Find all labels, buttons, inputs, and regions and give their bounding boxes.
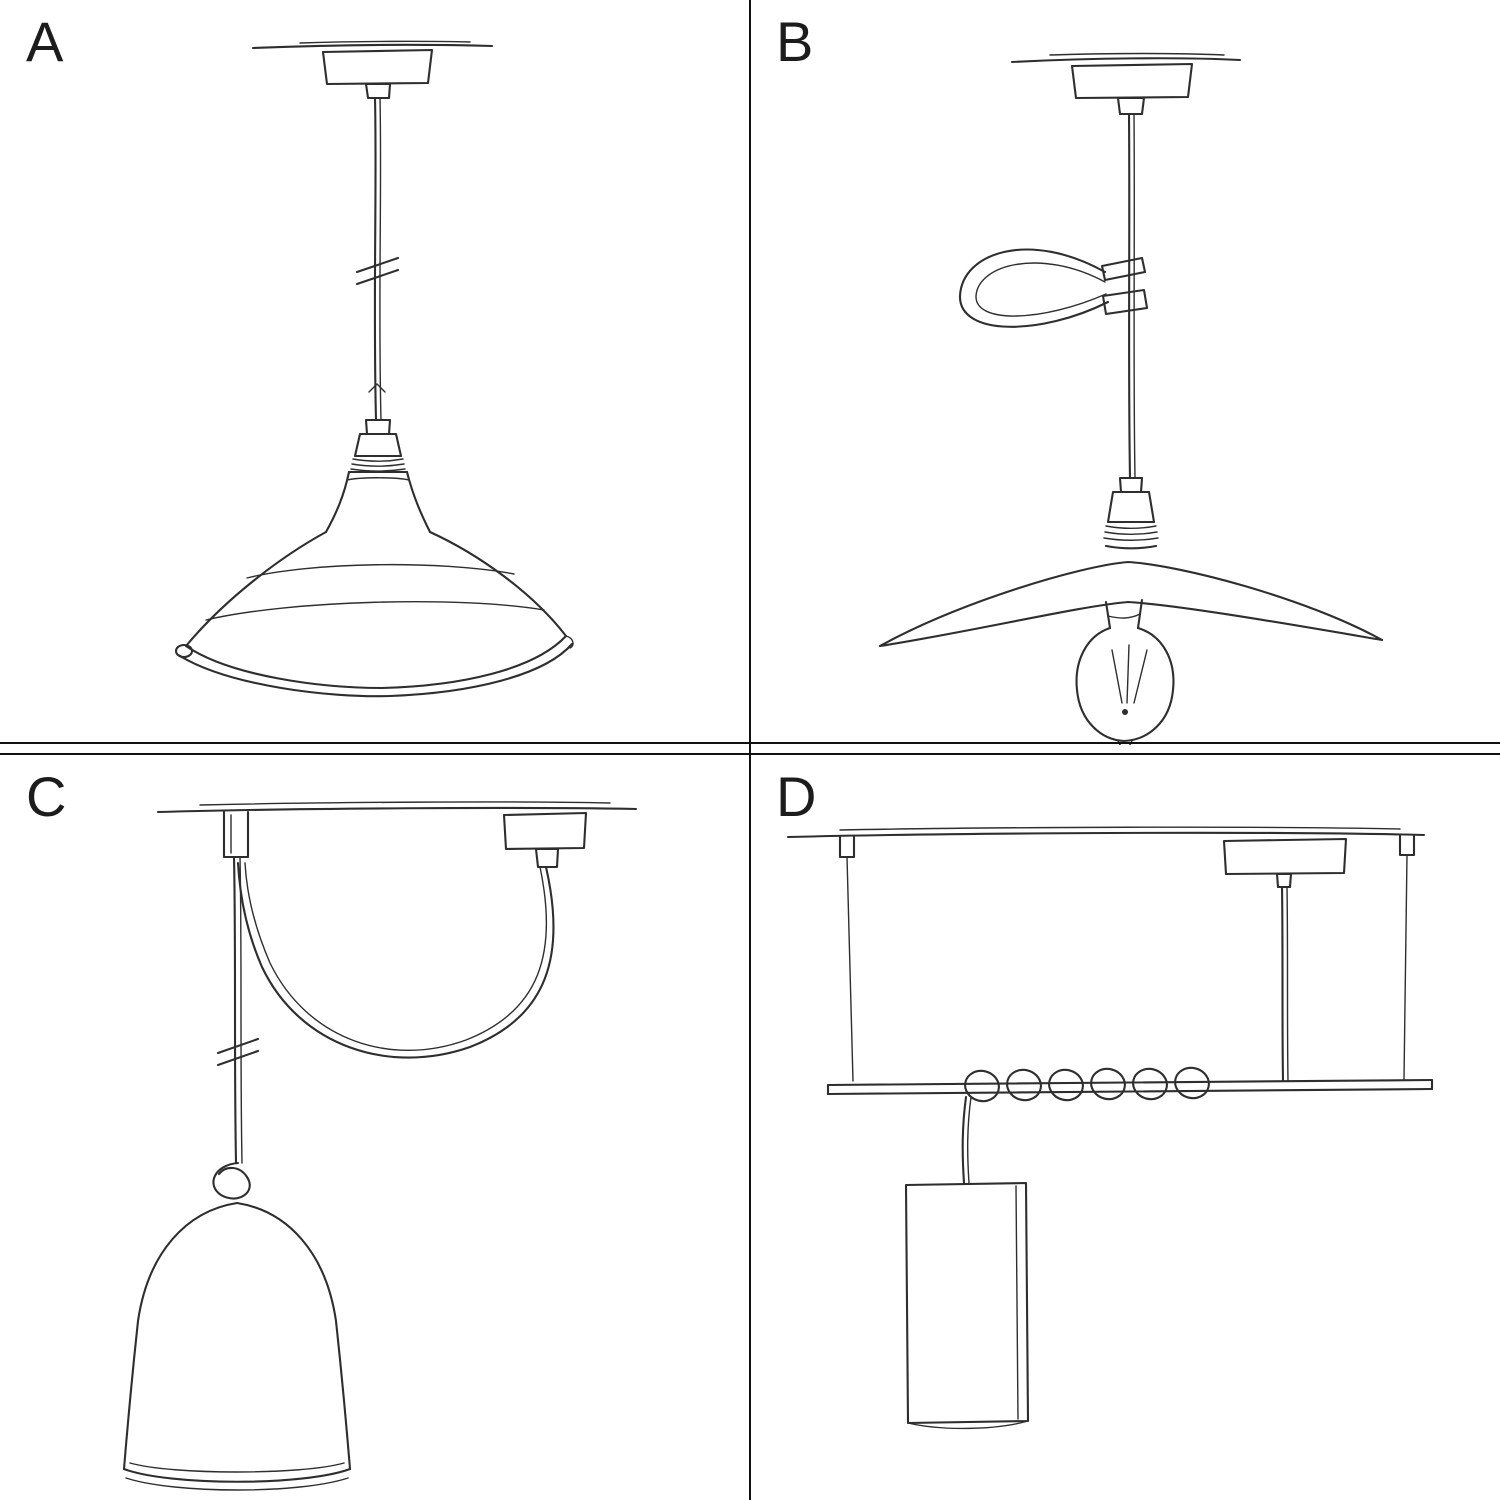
tube-shade-d bbox=[904, 1181, 1030, 1430]
panel-d: D bbox=[750, 755, 1500, 1500]
bowl-shade-a bbox=[174, 530, 574, 698]
panel-a: A bbox=[0, 0, 750, 745]
horizontal-divider-bottom bbox=[0, 753, 1500, 755]
ceiling-line-c bbox=[156, 801, 638, 814]
ceiling-line-d bbox=[786, 826, 1426, 839]
left-hanger-wire-d bbox=[838, 835, 856, 1082]
panel-c-label: C bbox=[26, 765, 68, 828]
right-hanger-wire-d bbox=[1398, 833, 1416, 1080]
ceiling-rose-c bbox=[502, 811, 588, 869]
cable-loop-clip-b bbox=[958, 248, 1149, 328]
horizontal-bar-d bbox=[826, 1078, 1434, 1096]
cable-a bbox=[355, 96, 400, 422]
swag-hook-c bbox=[222, 810, 250, 859]
ceiling-line-a bbox=[251, 40, 494, 50]
panel-a-label: A bbox=[26, 10, 65, 73]
draped-cable-c bbox=[236, 861, 555, 1059]
pendant-plate-shade-bulb-sketch bbox=[878, 52, 1384, 745]
pendant-bowl-shade-sketch bbox=[174, 40, 574, 698]
coiled-cable-d bbox=[964, 1066, 1210, 1103]
panel-c: C bbox=[0, 755, 750, 1500]
panel-b: B bbox=[750, 0, 1500, 745]
light-bulb-b bbox=[1075, 598, 1175, 745]
cable-knot-c bbox=[212, 1161, 251, 1200]
drop-cable-d bbox=[961, 1095, 972, 1185]
swag-pendant-bell-shade-sketch bbox=[122, 801, 638, 1491]
drop-cable-c bbox=[216, 855, 260, 1165]
horizontal-divider-top bbox=[0, 742, 1500, 744]
cable-b bbox=[1127, 112, 1136, 480]
center-stem-d bbox=[1280, 885, 1289, 1083]
bell-shade-c bbox=[122, 1201, 352, 1491]
lamp-holder-a bbox=[324, 418, 432, 534]
ceiling-rose-a bbox=[321, 48, 434, 100]
vertical-divider bbox=[749, 0, 751, 1500]
lamp-holder-b bbox=[1103, 476, 1159, 550]
plate-shade-b bbox=[878, 560, 1384, 648]
ceiling-rose-b bbox=[1070, 62, 1194, 116]
bar-coiled-cable-tube-pendant-sketch bbox=[786, 826, 1434, 1430]
ceiling-rose-d bbox=[1222, 837, 1348, 889]
panel-b-label: B bbox=[776, 10, 815, 73]
panel-d-label: D bbox=[776, 765, 818, 828]
ceiling-line-b bbox=[1010, 52, 1242, 64]
